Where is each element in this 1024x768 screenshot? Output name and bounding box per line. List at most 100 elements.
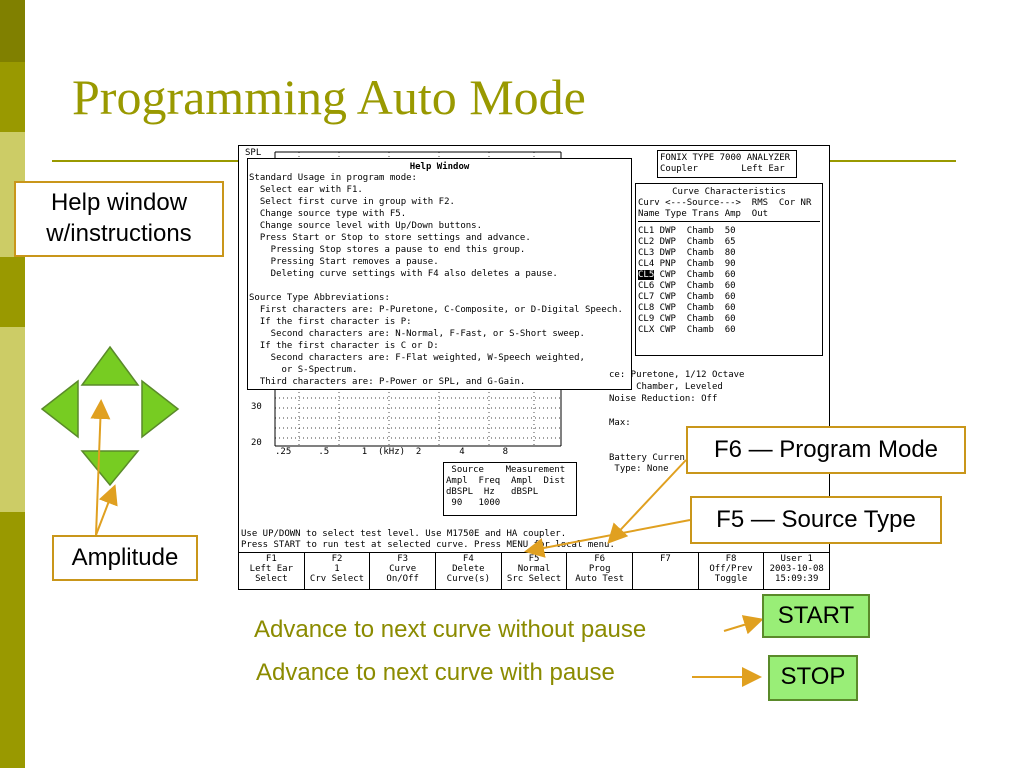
sm-line-2: Ampl Freq Ampl Dist bbox=[446, 476, 566, 486]
curve-row: CL7 CWP Chamb 60 bbox=[638, 292, 736, 302]
left-bar-4 bbox=[0, 257, 25, 327]
curve-name[interactable]: CL2 bbox=[638, 237, 655, 247]
start-button[interactable]: START bbox=[762, 594, 870, 638]
help-line: First characters are: P-Puretone, C-Comp… bbox=[249, 305, 623, 315]
left-bar-1 bbox=[0, 0, 25, 62]
left-bar-6 bbox=[0, 512, 25, 768]
noise-reduction: Noise Reduction: Off bbox=[609, 394, 718, 404]
curve-row: CL6 CWP Chamb 60 bbox=[638, 281, 736, 291]
curve-name[interactable]: CL6 bbox=[638, 281, 655, 291]
help-line: Change source type with F5. bbox=[249, 209, 407, 219]
help-line: Source Type Abbreviations: bbox=[249, 293, 390, 303]
slide-title: Programming Auto Mode bbox=[72, 69, 586, 125]
help-line: Standard Usage in program mode: bbox=[249, 173, 417, 183]
help-line: Change source level with Up/Down buttons… bbox=[249, 221, 482, 231]
analyzer-header: FONIX TYPE 7000 ANALYZER Coupler Left Ea… bbox=[657, 150, 797, 178]
f6-pointer bbox=[607, 459, 687, 544]
curve-row: CL4 PNP Chamb 90 bbox=[638, 259, 736, 269]
left-bar-2 bbox=[0, 62, 25, 132]
curve-title: Curve Characteristics bbox=[672, 187, 786, 197]
sm-line-1: Source Measurement bbox=[446, 465, 566, 475]
note-stop: Advance to next curve with pause bbox=[256, 659, 615, 686]
curve-row: CL1 DWP Chamb 50 bbox=[638, 226, 736, 236]
curve-head-1: Curv <---Source---> RMS Cor NR bbox=[638, 198, 812, 208]
analyzer-name: FONIX TYPE 7000 ANALYZER bbox=[660, 153, 791, 163]
title-rule-left bbox=[52, 160, 240, 162]
curve-row: CL2 DWP Chamb 65 bbox=[638, 237, 736, 247]
left-bar-5 bbox=[0, 327, 25, 512]
f6-program-mode-callout: F6 — Program Mode bbox=[686, 426, 966, 474]
help-line: If the first character is P: bbox=[249, 317, 412, 327]
down-arrow-icon bbox=[80, 450, 140, 487]
left-arrow-icon bbox=[40, 379, 79, 439]
help-line: Select first curve in group with F2. bbox=[249, 197, 455, 207]
curve-name[interactable]: CL4 bbox=[638, 259, 655, 269]
curve-name[interactable]: CL1 bbox=[638, 226, 655, 236]
sm-line-4: 90 1000 bbox=[446, 498, 501, 508]
f7-key[interactable]: F7 bbox=[633, 553, 699, 589]
curve-name[interactable]: CLX bbox=[638, 325, 655, 335]
help-title: Help Window bbox=[409, 162, 470, 172]
right-arrow-icon bbox=[141, 379, 180, 439]
source-measurement: Source Measurement Ampl Freq Ampl Dist d… bbox=[443, 462, 577, 516]
y-tick-30: 30 bbox=[251, 402, 262, 412]
help-line: Select ear with F1. bbox=[249, 185, 363, 195]
curve-row: CLX CWP Chamb 60 bbox=[638, 325, 736, 335]
y-tick-20: 20 bbox=[251, 438, 262, 448]
sm-line-3: dBSPL Hz dBSPL bbox=[446, 487, 539, 497]
f5-source-type-callout: F5 — Source Type bbox=[690, 496, 942, 544]
amplitude-pointer-up bbox=[90, 399, 111, 536]
curve-head-rule bbox=[638, 221, 820, 222]
help-line: Third characters are: P-Power or SPL, an… bbox=[249, 377, 526, 387]
battery-current: Battery Curren bbox=[609, 453, 685, 463]
curve-row: CL8 CWP Chamb 60 bbox=[638, 303, 736, 313]
curve-characteristics: Curve Characteristics Curv <---Source---… bbox=[635, 183, 823, 356]
stop-button[interactable]: STOP bbox=[768, 655, 858, 701]
x-tick-labels: .25 .5 1 (kHz) 2 4 8 bbox=[275, 447, 508, 457]
help-line: Pressing Start removes a pause. bbox=[249, 257, 439, 267]
help-window-callout: Help window w/instructions bbox=[14, 181, 224, 257]
up-arrow-icon bbox=[80, 345, 140, 386]
help-line: or S-Spectrum. bbox=[249, 365, 358, 375]
curve-name[interactable]: CL3 bbox=[638, 248, 655, 258]
curve-name[interactable]: CL7 bbox=[638, 292, 655, 302]
amplitude-callout: Amplitude bbox=[52, 535, 198, 581]
source-info: ce: Puretone, 1/12 Octave bbox=[609, 370, 745, 380]
help-line: Deleting curve settings with F4 also del… bbox=[249, 269, 558, 279]
curve-row: CL9 CWP Chamb 60 bbox=[638, 314, 736, 324]
curve-row-selected: CL5 CWP Chamb 60 bbox=[638, 270, 736, 280]
curve-head-2: Name Type Trans Amp Out bbox=[638, 209, 769, 219]
max-label: Max: bbox=[609, 418, 631, 428]
help-line: Pressing Stop stores a pause to end this… bbox=[249, 245, 526, 255]
note-start: Advance to next curve without pause bbox=[254, 616, 647, 643]
help-line: Second characters are: F-Flat weighted, … bbox=[249, 353, 585, 363]
coupler-ear: Coupler Left Ear bbox=[660, 164, 785, 174]
title-rule-right bbox=[828, 160, 956, 162]
help-line: If the first character is C or D: bbox=[249, 341, 439, 351]
curve-row: CL3 DWP Chamb 80 bbox=[638, 248, 736, 258]
help-line: Press Start or Stop to store settings an… bbox=[249, 233, 531, 243]
amplitude-pointer-down bbox=[95, 484, 118, 536]
source-info-2: Chamber, Leveled bbox=[609, 382, 723, 392]
battery-type: Type: None bbox=[609, 464, 669, 474]
curve-name[interactable]: CL8 bbox=[638, 303, 655, 313]
start-pointer bbox=[723, 615, 764, 635]
curve-name-selected[interactable]: CL5 bbox=[638, 270, 655, 280]
help-window: Help Window Standard Usage in program mo… bbox=[247, 158, 632, 390]
f5-pointer bbox=[524, 519, 691, 558]
arrow-keypad bbox=[40, 345, 180, 487]
spl-label: SPL bbox=[245, 148, 262, 158]
help-line: Second characters are: N-Normal, F-Fast,… bbox=[249, 329, 585, 339]
status-line-1: Use UP/DOWN to select test level. Use M1… bbox=[241, 529, 567, 539]
curve-name[interactable]: CL9 bbox=[638, 314, 655, 324]
